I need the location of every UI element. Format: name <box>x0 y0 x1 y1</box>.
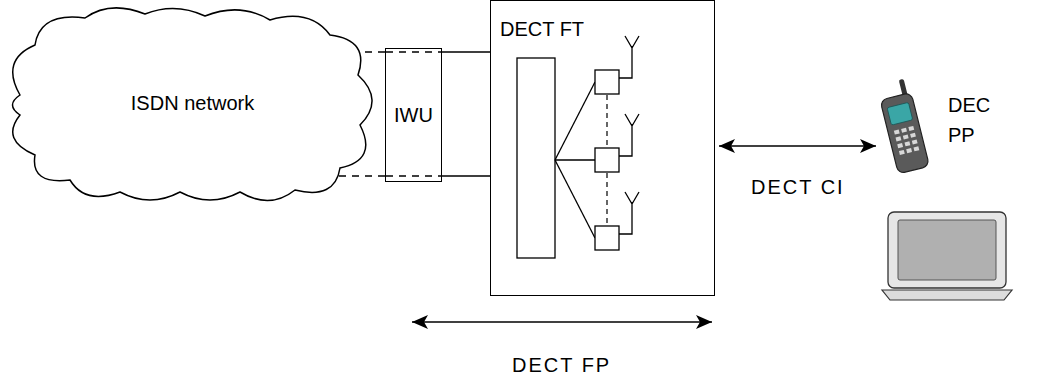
key <box>910 133 916 138</box>
antenna-symbol <box>619 192 639 234</box>
laptop-lid <box>888 212 1006 288</box>
node-label: DECT FT <box>500 15 584 43</box>
iwu-passthrough-line <box>386 175 441 176</box>
handset-body <box>880 92 929 173</box>
key <box>894 130 900 135</box>
cloud-path <box>13 8 373 201</box>
unit-link <box>606 173 607 225</box>
key <box>897 143 903 148</box>
key <box>908 126 914 131</box>
antenna-symbol <box>619 36 639 78</box>
connector <box>442 52 490 176</box>
unit-link <box>606 95 607 147</box>
node-label: ISDN network <box>131 89 254 117</box>
key <box>901 128 907 133</box>
handset-icon <box>876 78 929 174</box>
connector <box>719 145 876 147</box>
fixed-part-box: DECT FT <box>490 0 715 296</box>
key <box>913 146 919 151</box>
network-cloud: ISDN network <box>0 0 385 205</box>
fan-line <box>555 160 595 238</box>
interface-label: DECT CI <box>748 174 848 200</box>
interworking-box: IWU <box>385 48 442 182</box>
key <box>905 141 911 146</box>
controller-block <box>517 58 555 258</box>
handset-screen <box>887 102 913 125</box>
antenna-symbol <box>619 114 639 156</box>
span-label: DECT FP <box>509 352 614 378</box>
portable-part: DEC PP <box>876 86 1006 178</box>
radio-unit <box>595 148 619 172</box>
fan-line <box>555 159 595 160</box>
laptop-icon <box>882 212 1012 300</box>
key <box>899 150 905 155</box>
laptop-screen <box>898 220 996 280</box>
span-arrow <box>412 321 712 323</box>
key <box>896 136 902 141</box>
iwu-passthrough-line <box>386 51 441 52</box>
radio-unit <box>595 226 619 250</box>
radio-unit <box>595 70 619 94</box>
laptop-base <box>882 290 1012 300</box>
node-label: DEC PP <box>948 90 990 150</box>
key <box>903 134 909 139</box>
key <box>912 139 918 144</box>
node-label: IWU <box>394 101 433 129</box>
fan-line <box>555 82 595 160</box>
handset-keypad <box>894 126 919 155</box>
key <box>906 148 912 153</box>
